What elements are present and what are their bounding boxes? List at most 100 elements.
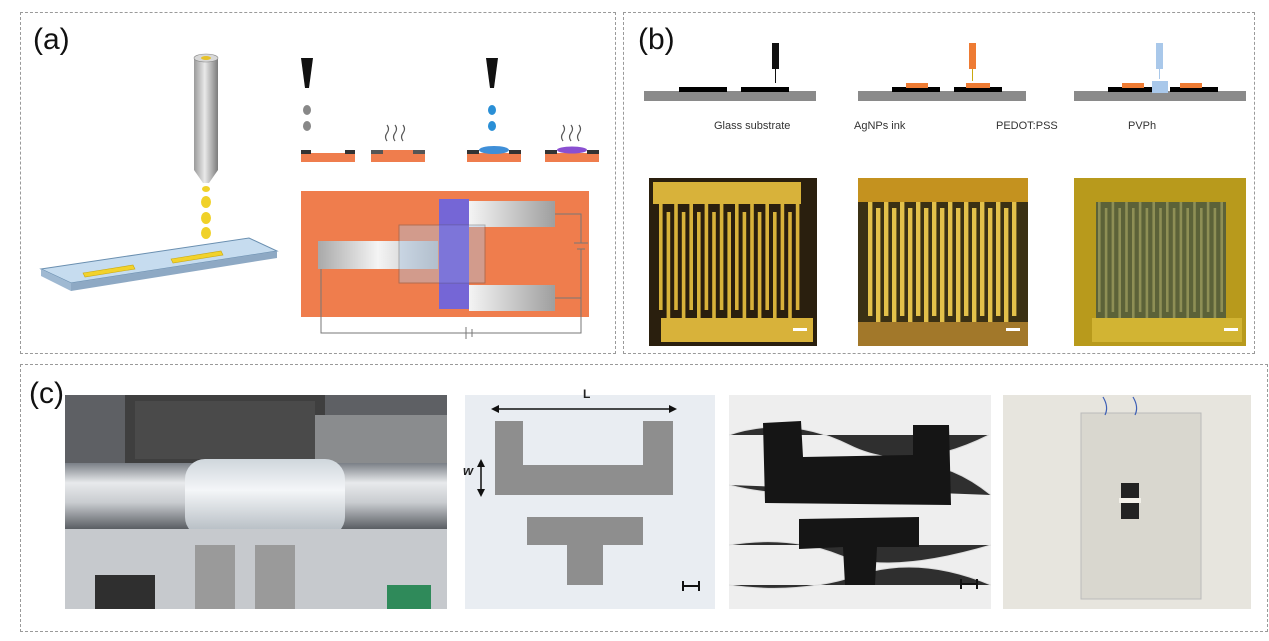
electrode-finger — [773, 212, 777, 318]
electrode-finger — [1206, 202, 1210, 312]
electrode-finger — [704, 204, 709, 310]
electrode-finger — [996, 202, 1001, 316]
legend-label-agnps: AgNPs ink — [854, 120, 906, 132]
printed-top-electrode — [763, 421, 951, 505]
electrode-finger — [780, 204, 785, 310]
panel-b-process-diagram — [644, 43, 1246, 101]
top-electrode-shape — [495, 421, 673, 495]
electrode-finger — [884, 202, 889, 316]
electrode-finger — [1213, 208, 1217, 318]
electrode-finger — [1179, 202, 1183, 312]
electrode-finger — [742, 212, 747, 318]
electrode-finger — [924, 208, 929, 322]
panel-a-diagram — [39, 53, 599, 339]
device-bottom-pad — [1121, 503, 1139, 519]
electrode-finger — [1166, 202, 1169, 312]
substrate-step-3 — [467, 146, 521, 162]
electrode-finger — [719, 204, 724, 310]
electrode-finger — [1004, 208, 1009, 322]
electrode-finger — [1152, 202, 1155, 312]
electrode-finger — [659, 204, 663, 310]
glass-slide — [39, 237, 279, 291]
electrode-finger — [1132, 208, 1135, 318]
electrode-finger — [727, 212, 731, 318]
electrode-finger — [1111, 202, 1115, 312]
electrode-finger — [1098, 202, 1101, 312]
substrate-step-1 — [301, 150, 355, 162]
panel-b: (b) — [623, 12, 1255, 354]
scale-bar-icon — [682, 581, 700, 591]
device-schematic — [301, 191, 589, 339]
device-top-pad — [1121, 483, 1139, 499]
ink-droplets — [201, 186, 211, 239]
panel-c-label: (c) — [29, 377, 64, 410]
electrode-finger — [876, 208, 881, 322]
legend-label-pedot: PEDOT:PSS — [996, 120, 1058, 132]
panel-a: (a) — [20, 12, 616, 354]
electrode-finger — [972, 208, 977, 322]
micrograph-2 — [858, 178, 1028, 346]
printhead-icon-1 — [301, 58, 313, 131]
electrode-finger — [1193, 202, 1196, 312]
electrode-design-drawing — [465, 395, 715, 609]
electrode-finger — [681, 212, 686, 318]
electrode-finger — [1104, 208, 1108, 318]
electrode-finger — [1125, 202, 1128, 312]
substrate-step-4 — [545, 146, 599, 162]
electrode-finger — [948, 202, 953, 316]
electrode-finger — [1118, 208, 1121, 318]
electrode-finger — [1012, 202, 1017, 316]
electrode-finger — [964, 202, 969, 316]
electrode-finger — [750, 204, 754, 310]
legend-label-glass: Glass substrate — [714, 120, 791, 132]
electrode-finger — [1138, 202, 1142, 312]
electrode-finger — [757, 212, 762, 318]
electrode-finger — [1200, 208, 1203, 318]
process-step-1 — [644, 43, 816, 101]
micrograph-1 — [649, 178, 817, 346]
electrode-finger — [916, 202, 921, 316]
fabric-scale-bar-icon — [960, 579, 978, 589]
substrate-step-2 — [371, 150, 425, 162]
electrode-finger — [900, 202, 905, 316]
electrode-finger — [765, 204, 769, 310]
panel-c: (c) — [20, 364, 1268, 632]
electrode-finger — [735, 204, 739, 310]
printhead-icon-2 — [486, 58, 498, 131]
encapsulated-device-photo — [1003, 395, 1251, 609]
electrode-finger — [980, 202, 985, 316]
electrode-finger — [689, 204, 693, 310]
electrode-finger — [1186, 208, 1189, 318]
electrode-finger — [940, 208, 945, 322]
printed-bottom-electrode — [799, 517, 919, 585]
nozzle-icon — [193, 53, 219, 183]
electrode-finger — [1145, 208, 1149, 318]
process-step-3 — [1074, 43, 1246, 101]
heat-icon-2 — [560, 124, 582, 142]
electrode-finger — [666, 212, 671, 318]
electrode-finger — [908, 208, 913, 322]
electrode-finger — [712, 212, 716, 318]
electrode-finger — [956, 208, 961, 322]
electrode-finger — [988, 208, 993, 322]
electrode-finger — [932, 202, 937, 316]
heat-icon-1 — [384, 124, 406, 142]
printed-fabric-photo — [729, 395, 991, 609]
electrode-finger — [892, 208, 897, 322]
electrode-finger — [674, 204, 678, 310]
electrode-finger — [1172, 208, 1176, 318]
electrode-finger — [795, 204, 800, 310]
printer-roll-photo — [65, 395, 447, 609]
legend-label-pvph: PVPh — [1128, 120, 1157, 132]
micrograph-3 — [1074, 178, 1246, 346]
electrode-finger — [788, 212, 792, 318]
electrode-finger — [1220, 202, 1223, 312]
bottom-electrode-shape — [527, 517, 643, 585]
width-dimension-label: w — [463, 463, 474, 478]
process-step-2 — [858, 43, 1026, 101]
length-dimension-label: L — [583, 387, 591, 401]
electrode-finger — [868, 202, 873, 316]
panel-b-label: (b) — [638, 23, 675, 56]
panel-a-label: (a) — [33, 23, 70, 56]
electrode-finger — [697, 212, 701, 318]
